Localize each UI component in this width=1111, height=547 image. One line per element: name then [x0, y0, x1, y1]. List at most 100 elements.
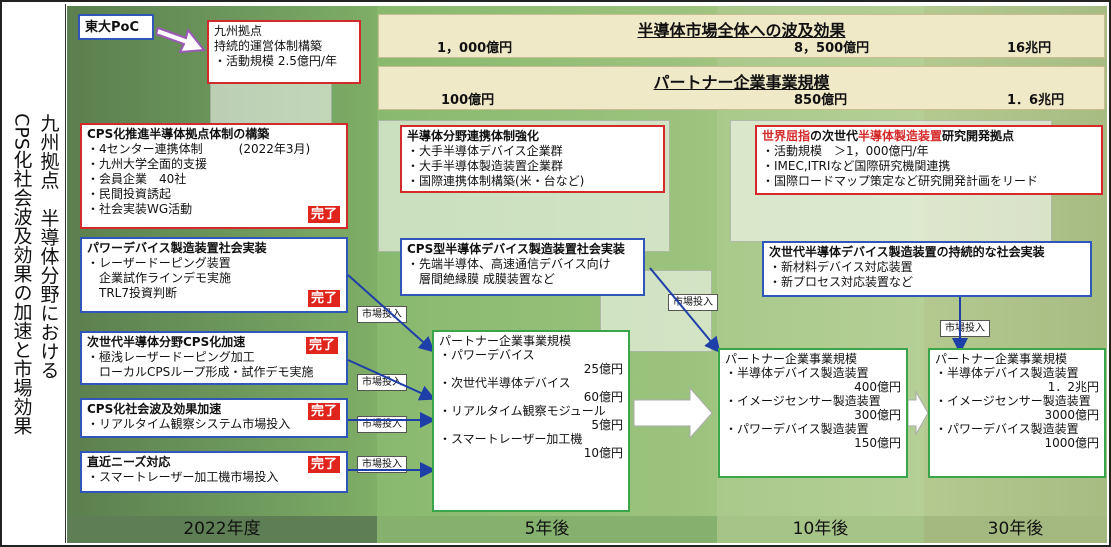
- partner-10y-box: パートナー企業事業規模 ・半導体デバイス製造装置 400億円 ・イメージセンサー…: [718, 348, 908, 478]
- sustainable-line: ・新材料デバイス対応装置: [769, 260, 913, 274]
- arrow-icon: [156, 26, 206, 54]
- cps-hub-box: CPS化推進半導体拠点体制の構築 ・4センター連携体制 (2022年3月) ・九…: [80, 123, 348, 229]
- done-badge: 完了: [307, 403, 340, 420]
- cps-type-line: ・先端半導体、高速通信デバイス向け: [407, 257, 611, 271]
- world-leading-title-post: 研究開発拠点: [942, 129, 1015, 143]
- partner-5y-item: ・リアルタイム観察モジュール: [439, 404, 606, 418]
- partner-30y-value: 1000億円: [1044, 436, 1099, 450]
- partner-30y-item: ・パワーデバイス製造装置: [935, 422, 1079, 436]
- next-gen-cps-line: ・極浅レーザードーピング加工: [87, 350, 255, 364]
- done-badge: 完了: [307, 456, 340, 473]
- world-leading-line: ・IMEC,ITRIなど国際研究機関連携: [762, 159, 951, 173]
- partner-30y-item: ・半導体デバイス製造装置: [935, 366, 1079, 380]
- cps-hub-line: ・九州大学全面的支援: [87, 157, 208, 171]
- timeline-footer: 2022年度 5年後 10年後 30年後: [67, 516, 1107, 543]
- cps-type-title: CPS型半導体デバイス製造装置社会実装: [407, 242, 625, 256]
- market-launch-tag: 市場投入: [357, 456, 407, 473]
- partner-5y-item: ・次世代半導体デバイス: [439, 376, 571, 390]
- partner-10y-title: パートナー企業事業規模: [725, 352, 858, 366]
- world-leading-title-red: 半導体製造装置: [858, 129, 943, 143]
- partner-10y-item: ・パワーデバイス製造装置: [725, 422, 869, 436]
- world-leading-title-pre: 世界屈指: [762, 129, 811, 143]
- partner-5y-value: 25億円: [583, 362, 623, 376]
- done-badge: 完了: [305, 337, 338, 354]
- partner-value-5y: 100億円: [441, 93, 495, 108]
- market-value-10y: 8，500億円: [794, 41, 870, 56]
- cps-hub-title: CPS化推進半導体拠点体制の構築: [87, 127, 270, 141]
- partner-30y-value: 3000億円: [1044, 408, 1099, 422]
- world-leading-line: ・国際ロードマップ策定など研究開発計画をリード: [762, 174, 1039, 188]
- footer-10y: 10年後: [717, 516, 924, 543]
- partner-10y-value: 150億円: [854, 436, 901, 450]
- partner-scale-title: パートナー企業事業規模: [653, 73, 830, 92]
- market-effect-title: 半導体市場全体への波及効果: [637, 21, 846, 40]
- semi-collab-box: 半導体分野連携体制強化 ・大手半導体デバイス企業群 ・大手半導体製造装置企業群 …: [400, 125, 665, 193]
- partner-10y-item: ・半導体デバイス製造装置: [725, 366, 869, 380]
- cps-social-line: ・リアルタイム観察システム市場投入: [87, 417, 291, 431]
- market-launch-tag: 市場投入: [357, 374, 407, 391]
- side-title-line1: 九州拠点 半導体分野における: [37, 112, 60, 379]
- near-needs-title: 直近ニーズ対応: [87, 455, 171, 469]
- cps-hub-line: ・会員企業 40社: [87, 172, 187, 186]
- done-badge: 完了: [307, 290, 340, 307]
- cps-type-box: CPS型半導体デバイス製造装置社会実装 ・先端半導体、高速通信デバイス向け 層間…: [400, 238, 645, 296]
- cps-hub-line: ・民間投資誘起: [87, 187, 172, 201]
- semi-collab-title: 半導体分野連携体制強化: [407, 129, 540, 143]
- partner-5y-item: ・スマートレーザー加工機: [439, 432, 583, 446]
- partner-value-30y: 1．6兆円: [1007, 93, 1065, 108]
- partner-5y-value: 10億円: [583, 446, 623, 460]
- partner-value-10y: 850億円: [794, 93, 848, 108]
- world-leading-title: 世界屈指の次世代半導体製造装置研究開発拠点: [762, 129, 1096, 144]
- power-device-line: TRL7投資判断: [87, 286, 177, 300]
- done-badge: 完了: [307, 206, 340, 223]
- partner-5y-value: 60億円: [583, 390, 623, 404]
- poc-box: 東大PoC: [78, 14, 154, 40]
- semi-collab-line: ・大手半導体製造装置企業群: [407, 159, 564, 173]
- partner-10y-value: 300億円: [854, 408, 901, 422]
- partner-5y-item: ・パワーデバイス: [439, 348, 535, 362]
- sustainable-box: 次世代半導体デバイス製造装置の持続的な社会実装 ・新材料デバイス対応装置 ・新プ…: [762, 241, 1092, 297]
- kyushu-line: 持続的運営体制構築: [214, 39, 323, 53]
- partner-10y-value: 400億円: [854, 380, 901, 394]
- power-device-line: 企業試作ラインデモ実施: [87, 271, 232, 285]
- partner-scale-banner: パートナー企業事業規模 100億円 850億円 1．6兆円: [378, 66, 1105, 110]
- next-gen-cps-box: 次世代半導体分野CPS化加速 ・極浅レーザードーピング加工 ローカルCPSループ…: [80, 331, 348, 385]
- partner-5y-title: パートナー企業事業規模: [439, 334, 572, 348]
- side-title-line2: CPS化社会波及効果の加速と市場効果: [10, 112, 33, 435]
- footer-5y: 5年後: [377, 516, 717, 543]
- kyushu-hub-box: 九州拠点 持続的運営体制構築 ・活動規模 2.5億円/年: [207, 20, 361, 84]
- cps-type-line: 層間絶縁膜 成膜装置など: [407, 272, 555, 286]
- semi-collab-line: ・大手半導体デバイス企業群: [407, 144, 563, 158]
- semi-collab-line: ・国際連携体制構築(米・台など): [407, 174, 585, 188]
- next-gen-cps-line: ローカルCPSループ形成・試作デモ実施: [87, 365, 314, 379]
- partner-5y-value: 5億円: [591, 418, 623, 432]
- market-value-30y: 16兆円: [1007, 41, 1052, 56]
- partner-30y-item: ・イメージセンサー製造装置: [935, 394, 1091, 408]
- sustainable-title: 次世代半導体デバイス製造装置の持続的な社会実装: [769, 245, 1045, 259]
- partner-30y-box: パートナー企業事業規模 ・半導体デバイス製造装置 1．2兆円 ・イメージセンサー…: [928, 348, 1106, 478]
- partner-30y-value: 1．2兆円: [1047, 380, 1099, 394]
- world-leading-title-mid: の次世代: [810, 129, 859, 143]
- sustainable-line: ・新プロセス対応装置など: [769, 275, 914, 289]
- cps-social-title: CPS化社会波及効果加速: [87, 402, 222, 416]
- world-leading-box: 世界屈指の次世代半導体製造装置研究開発拠点 ・活動規模 ＞1，000億円/年 ・…: [755, 125, 1103, 195]
- market-launch-tag: 市場投入: [668, 294, 718, 311]
- world-leading-line: ・活動規模 ＞1，000億円/年: [762, 144, 929, 158]
- power-device-box: パワーデバイス製造装置社会実装 ・レーザードーピング装置 企業試作ラインデモ実施…: [80, 237, 348, 313]
- footer-30y: 30年後: [924, 516, 1107, 543]
- power-device-title: パワーデバイス製造装置社会実装: [87, 241, 267, 255]
- market-value-2022: 1，000億円: [437, 41, 513, 56]
- poc-label: 東大PoC: [85, 20, 139, 35]
- power-device-line: ・レーザードーピング装置: [87, 256, 231, 270]
- cps-hub-line: ・4センター連携体制 (2022年3月): [87, 142, 311, 156]
- near-needs-box: 直近ニーズ対応 ・スマートレーザー加工機市場投入 完了: [80, 451, 348, 493]
- side-title: 九州拠点 半導体分野における CPS化社会波及効果の加速と市場効果: [4, 4, 66, 543]
- market-launch-tag: 市場投入: [357, 306, 407, 323]
- market-launch-tag: 市場投入: [940, 320, 990, 337]
- cps-social-box: CPS化社会波及効果加速 ・リアルタイム観察システム市場投入 完了: [80, 398, 348, 438]
- partner-10y-item: ・イメージセンサー製造装置: [725, 394, 881, 408]
- next-gen-cps-title: 次世代半導体分野CPS化加速: [87, 335, 246, 349]
- market-launch-tag: 市場投入: [357, 416, 407, 433]
- footer-2022: 2022年度: [67, 516, 377, 543]
